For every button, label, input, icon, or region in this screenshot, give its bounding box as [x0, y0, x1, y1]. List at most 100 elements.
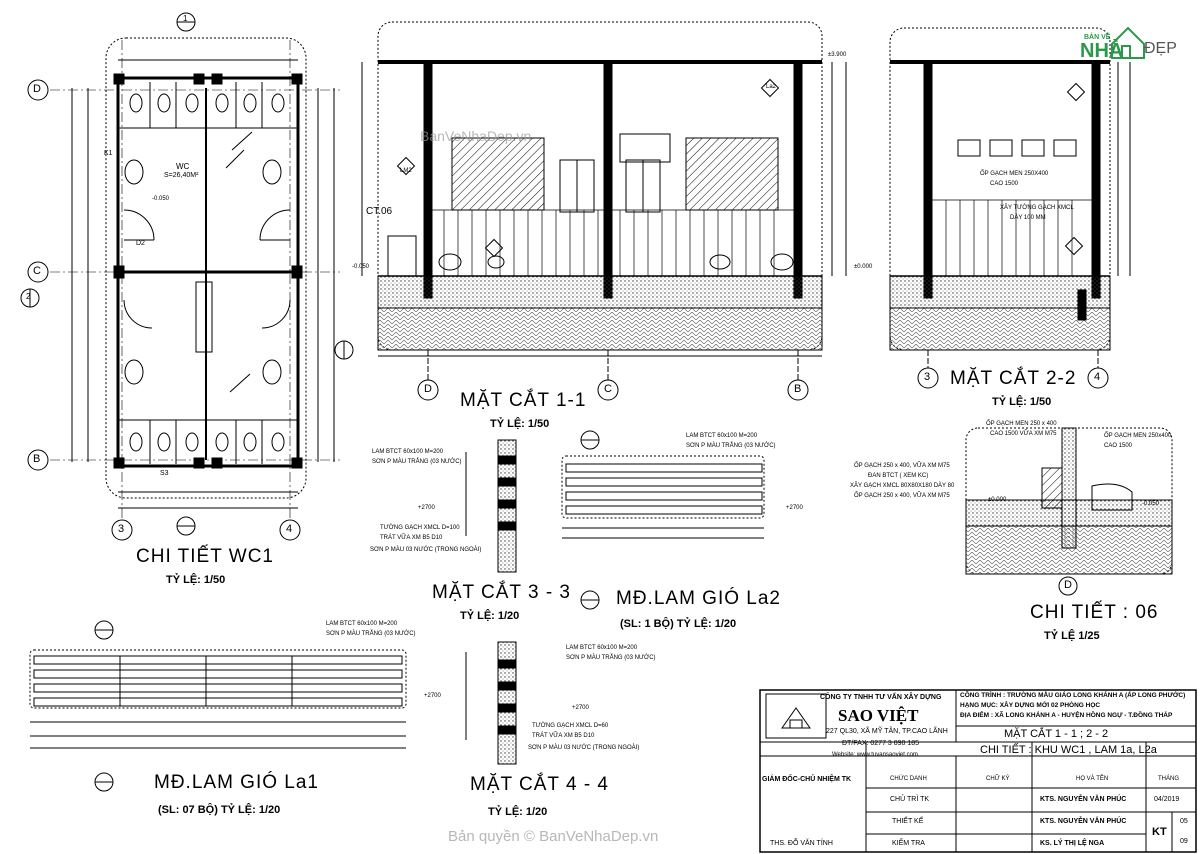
section1-lvl-0: ±0.000	[854, 264, 873, 270]
section-1-1	[361, 21, 847, 401]
tb-r3-name: KS. LÝ THỊ LỆ NGA	[1040, 840, 1105, 847]
la1-lvl: +2700	[424, 693, 441, 699]
la1-title: MĐ.LAM GIÓ La1	[154, 772, 319, 793]
section44-lvl: +2700	[572, 705, 589, 711]
section-3-3	[465, 439, 517, 573]
tb-r1-month: 04/2019	[1154, 796, 1180, 803]
tb-brand: SAO VIỆT	[838, 706, 919, 725]
section44-scale: TỶ LỆ: 1/20	[488, 806, 548, 818]
plan-wc1	[20, 12, 354, 541]
section44-note4: TRÁT VỮA XM B5 D10	[532, 733, 595, 739]
tb-h-month: THÁNG	[1158, 776, 1179, 782]
section2-scale: TỶ LỆ: 1/50	[992, 396, 1052, 408]
logo-mark	[1111, 26, 1145, 59]
detail06-note5: ỐP GẠCH 250 x 400, VỮA XM M75	[854, 463, 950, 469]
section1-la: La2	[766, 84, 777, 90]
tb-h-director: GIÁM ĐỐC-CHỦ NHIỆM TK	[762, 776, 852, 783]
section1-axis-d: D	[424, 383, 432, 395]
section2-note1: ỐP GẠCH MEN 250X400	[980, 171, 1049, 177]
tb-code: KT	[1152, 826, 1167, 838]
section33-note1: LAM BTCT 60x100 M=200	[372, 449, 444, 455]
plan-title: CHI TIẾT WC1	[136, 546, 274, 567]
logo-dep: ĐẸP	[1144, 40, 1177, 57]
detail06-lvl0: ±0.000	[988, 497, 1007, 503]
la2-elevation	[561, 430, 765, 610]
la1-scale: (SL: 07 BỘ) TỶ LỆ: 1/20	[158, 804, 281, 816]
section44-note5: SƠN P MÀU 03 NƯỚC (TRONG NGOÀI)	[528, 745, 640, 751]
detail-06	[965, 427, 1173, 596]
section33-scale: TỶ LỆ: 1/20	[460, 610, 520, 622]
logo-line1: BẢN VẼ	[1084, 34, 1111, 41]
plan-room: WC	[176, 162, 190, 171]
section1-title: MẶT CẮT 1-1	[460, 390, 587, 411]
logo-nha: NHÀ	[1080, 40, 1124, 62]
section1-scale: TỶ LỆ: 1/50	[490, 418, 550, 430]
axis-b: B	[33, 453, 41, 465]
section33-note2: SƠN P MÀU TRẮNG (03 NƯỚC)	[372, 459, 462, 465]
section33-title: MẶT CẮT 3 - 3	[432, 582, 571, 603]
section1-lvl-m: -0.050	[352, 264, 370, 270]
section2-axis-3: 3	[924, 371, 931, 383]
tb-location: ĐỊA ĐIỂM : XÃ LONG KHÁNH A - HUYỆN HỒNG …	[960, 712, 1173, 719]
section-4-4	[465, 641, 517, 765]
section2-note3: XÂY TƯỜNG GẠCH XMCL	[1000, 205, 1074, 211]
la1-note1: LAM BTCT 60x100 M=200	[326, 621, 398, 627]
tb-project: CÔNG TRÌNH : TRƯỜNG MẪU GIÁO LONG KHÁNH …	[960, 692, 1186, 699]
tb-sheet2: CHI TIẾT : KHU WC1 , LAM 1a, L2a	[980, 744, 1157, 756]
section44-title: MẶT CẮT 4 - 4	[470, 774, 609, 795]
section44-note1: LAM BTCT 60x100 M=200	[566, 645, 638, 651]
la2-note1: LAM BTCT 60x100 M=200	[686, 433, 758, 439]
section1-axis-b: B	[794, 383, 802, 395]
section33-note4: TRÁT VỮA XM B5 D10	[380, 535, 443, 541]
section1-ct: CT.06	[366, 206, 393, 217]
plan-scale: TỶ LỆ: 1/50	[166, 574, 226, 586]
tb-addr: 227 QL30, XÃ MỸ TÂN, TP.CAO LÃNH	[826, 728, 948, 735]
tb-h-name: HỌ VÀ TÊN	[1076, 776, 1109, 782]
detail06-note4: CAO 1500	[1104, 443, 1133, 449]
la2-scale: (SL: 1 BỘ) TỶ LỆ: 1/20	[620, 618, 737, 630]
section33-lvl: +2700	[418, 505, 435, 511]
tb-sheet1: MẶT CẮT 1 - 1 ; 2 - 2	[1004, 728, 1109, 740]
title-block	[759, 689, 1197, 853]
section-2-2	[889, 27, 1131, 389]
tb-r3-role: KIỂM TRA	[892, 840, 925, 847]
tag-k1: K1	[104, 150, 113, 157]
plan-level: -0.050	[152, 196, 170, 202]
section2-note2: CAO 1500	[990, 181, 1019, 187]
tag-s3: S3	[160, 470, 169, 477]
tb-h-sign: CHỮ KÝ	[986, 776, 1010, 782]
section1-lm: LM2	[400, 168, 412, 174]
section44-note2: SƠN P MÀU TRẮNG (03 NƯỚC)	[566, 655, 656, 661]
tb-r2-name: KTS. NGUYỄN VĂN PHÚC	[1040, 818, 1127, 825]
tb-tel: ĐT/FAX: 0277 3 890 185	[842, 740, 920, 747]
axis-3: 3	[118, 523, 125, 535]
section1-axis-c: C	[604, 383, 612, 395]
la2-note2: SƠN P MÀU TRẮNG (03 NƯỚC)	[686, 443, 776, 449]
section33-note5: SƠN P MÀU 03 NƯỚC (TRONG NGOÀI)	[370, 547, 482, 553]
section33-note3: TƯỜNG GẠCH XMCL D=100	[380, 525, 460, 531]
tb-item: HẠNG MỤC: XÂY DỰNG MỚI 02 PHÒNG HỌC	[960, 702, 1101, 709]
detail06-note3: ỐP GẠCH MEN 250x400	[1104, 433, 1172, 439]
watermark-bottom: Bản quyền © BanVeNhaDep.vn	[448, 828, 659, 845]
tb-num2: 09	[1180, 838, 1188, 845]
detail06-note2: CAO 1500 VỮA XM M75	[990, 431, 1057, 437]
section2-axis-4: 4	[1094, 371, 1101, 383]
detail06-scale: TỶ LỆ 1/25	[1044, 630, 1100, 642]
tb-company: CÔNG TY TNHH TƯ VẤN XÂY DỰNG	[820, 694, 942, 701]
tb-h-role: CHỨC DANH	[890, 776, 927, 782]
section2-note4: DÀY 100 MM	[1010, 215, 1046, 221]
detail06-note7: XÂY GẠCH XMCL 80X80X180 DÀY 80	[850, 483, 955, 489]
section2-title: MẶT CẮT 2-2	[950, 368, 1077, 389]
section44-note3: TƯỜNG GẠCH XMCL D=60	[532, 723, 609, 729]
watermark-top: BanVeNhaDep.vn	[420, 128, 532, 144]
cut-1-marker: 1	[183, 14, 188, 23]
detail06-lvlm: -0.050	[1142, 501, 1160, 507]
tb-r2-role: THIẾT KẾ	[892, 818, 924, 825]
axis-4: 4	[286, 523, 293, 535]
detail06-title: CHI TIẾT : 06	[1030, 602, 1159, 623]
detail06-note6: ĐAN BTCT ( XEM KC)	[868, 473, 929, 479]
tb-r1-name: KTS. NGUYỄN VĂN PHÚC	[1040, 796, 1127, 803]
axis-c: C	[33, 265, 41, 277]
axis-d: D	[33, 83, 41, 95]
